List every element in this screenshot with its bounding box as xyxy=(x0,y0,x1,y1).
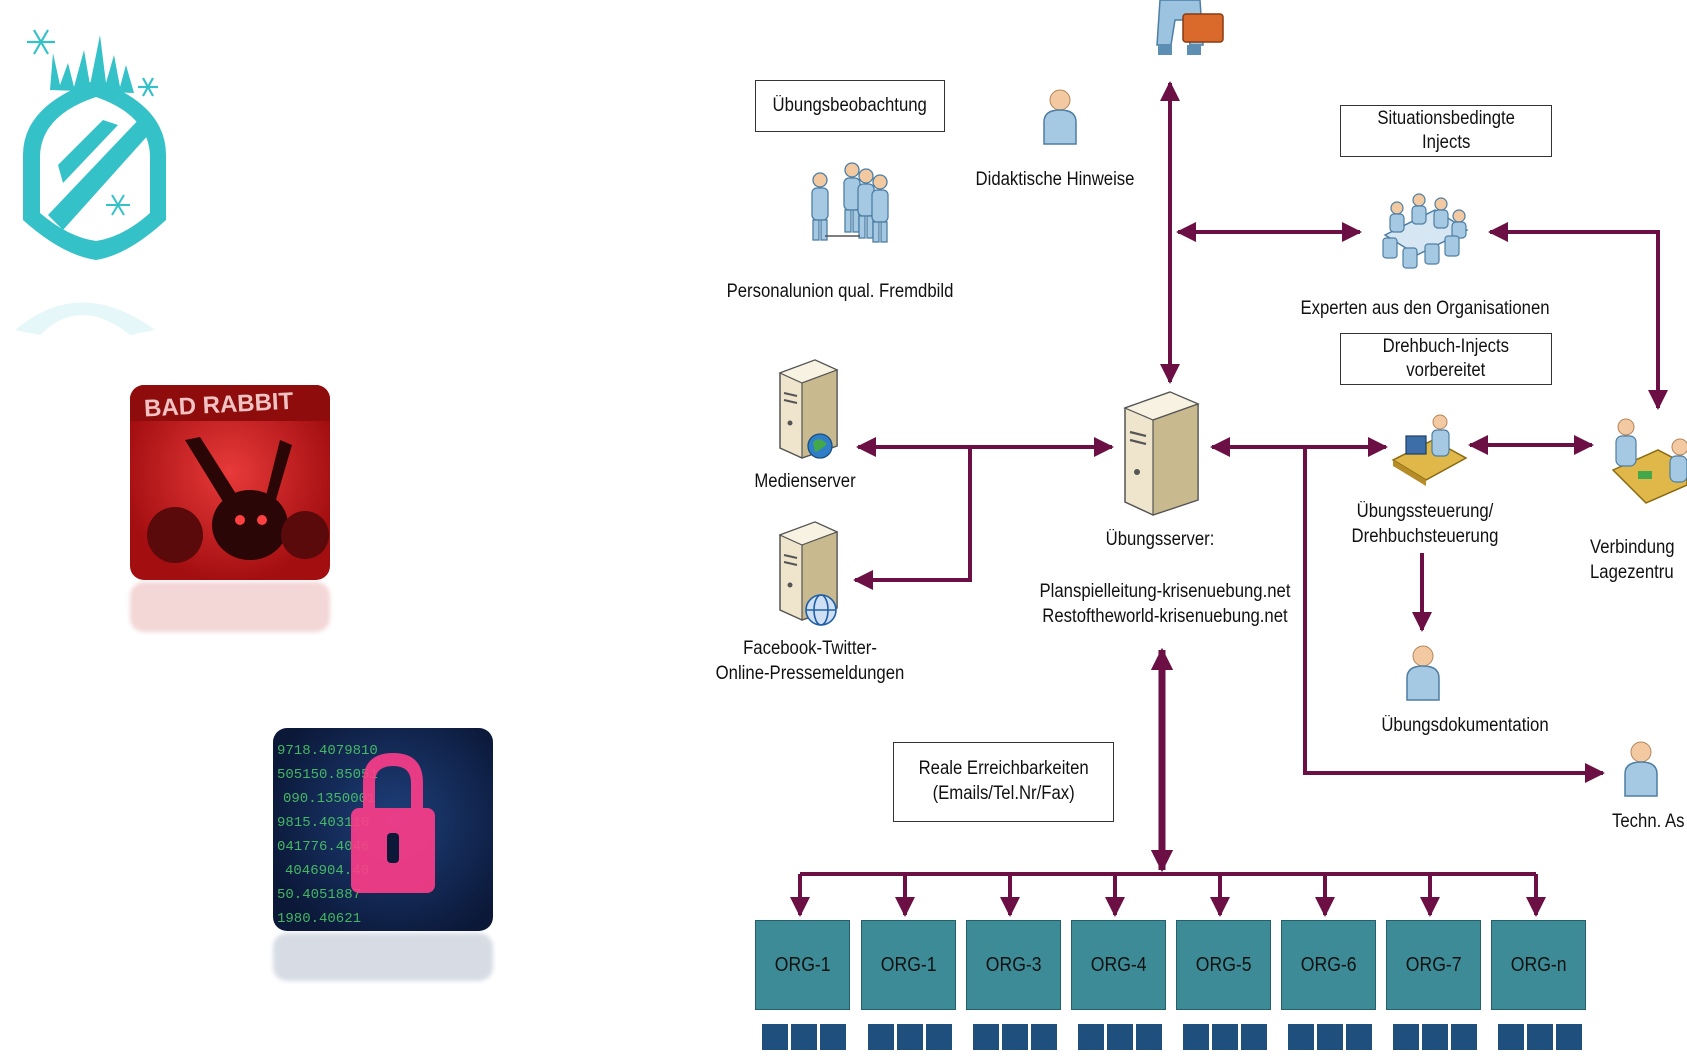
social-media-label: Facebook-Twitter- Online-Pressemeldungen xyxy=(715,638,905,684)
org-box: ORG-4 xyxy=(1071,920,1166,1010)
money-bag-icon xyxy=(147,507,329,563)
member-square xyxy=(1393,1024,1419,1050)
svg-text:041776.4046: 041776.4046 xyxy=(277,839,369,855)
person-icon xyxy=(1040,88,1080,146)
didactic-label: Didaktische Hinweise xyxy=(975,169,1135,190)
member-square xyxy=(1136,1024,1162,1050)
globe-icon xyxy=(807,433,833,459)
tech-person-icon xyxy=(1622,740,1660,798)
member-square xyxy=(1241,1024,1267,1050)
observation-text: Übungsbeobachtung xyxy=(772,94,928,116)
svg-text:9718.4079810: 9718.4079810 xyxy=(277,743,378,759)
security-lock-thumbnail: 9718.4079810 505150.85051 090.1350001 98… xyxy=(273,728,493,931)
personal-union-label: Personalunion qual. Fremdbild xyxy=(726,281,954,302)
documentation-label: Übungsdokumentation xyxy=(1381,715,1549,736)
member-square xyxy=(1031,1024,1057,1050)
member-square xyxy=(1212,1024,1238,1050)
svg-text:4046904.40: 4046904.40 xyxy=(285,863,369,879)
svg-text:090.1350001: 090.1350001 xyxy=(283,791,375,807)
member-square xyxy=(1078,1024,1104,1050)
member-square xyxy=(1498,1024,1524,1050)
script-injects-box: Drehbuch-Injects vorbereitet xyxy=(1340,333,1552,385)
member-square xyxy=(1422,1024,1448,1050)
documentation-person-icon xyxy=(1404,644,1442,702)
member-square xyxy=(1527,1024,1553,1050)
svg-text:50.4051887: 50.4051887 xyxy=(277,887,361,903)
svg-text:1980.40621: 1980.40621 xyxy=(277,911,361,927)
social-media-server-icon xyxy=(775,520,845,630)
person-briefcase-icon xyxy=(1125,0,1230,60)
people-group-icon xyxy=(800,160,895,245)
org-box: ORG-6 xyxy=(1281,920,1376,1010)
media-server-label: Medienserver xyxy=(754,471,856,492)
member-square xyxy=(820,1024,846,1050)
control-label: Übungssteuerung/ Drehbuchsteuerung xyxy=(1351,501,1499,547)
member-square xyxy=(1451,1024,1477,1050)
tech-label: Techn. As xyxy=(1612,811,1685,832)
org-box: ORG-3 xyxy=(966,920,1061,1010)
logo-reflection xyxy=(10,280,160,335)
member-square xyxy=(897,1024,923,1050)
org-box: ORG-1 xyxy=(861,920,956,1010)
rabbit-icon xyxy=(185,437,292,560)
situational-injects-box: Situationsbedingte Injects xyxy=(1340,105,1552,157)
real-contacts-box: Reale Erreichbarkeiten (Emails/Tel.Nr/Fa… xyxy=(893,742,1114,822)
snowflake-icon xyxy=(27,29,158,97)
observation-box: Übungsbeobachtung xyxy=(755,80,945,132)
member-square xyxy=(1288,1024,1314,1050)
meeting-table-icon xyxy=(1375,190,1473,275)
logo xyxy=(8,15,183,265)
media-server-icon xyxy=(775,358,845,463)
ransomware-thumbnail: BAD RABBIT xyxy=(130,385,330,580)
script-injects-text: Drehbuch-Injects vorbereitet xyxy=(1382,336,1510,381)
workstation-icon xyxy=(1388,410,1470,488)
situation-centre-icon xyxy=(1608,415,1687,513)
connection-label: Verbindung Lagezentru xyxy=(1590,537,1675,583)
server-urls-label: Planspielleitung-krisenuebung.net Restof… xyxy=(1039,581,1291,627)
situational-injects-text: Situationsbedingte Injects xyxy=(1377,108,1515,153)
member-square xyxy=(791,1024,817,1050)
member-square xyxy=(1002,1024,1028,1050)
experts-label: Experten aus den Organisationen xyxy=(1300,298,1550,319)
member-square xyxy=(973,1024,999,1050)
org-box: ORG-1 xyxy=(755,920,850,1010)
globe-icon xyxy=(805,594,837,626)
member-square xyxy=(1183,1024,1209,1050)
exercise-server-label: Übungsserver: xyxy=(1105,529,1215,550)
exercise-server-icon xyxy=(1120,390,1205,520)
member-square xyxy=(1317,1024,1343,1050)
org-box: ORG-n xyxy=(1491,920,1586,1010)
member-square xyxy=(926,1024,952,1050)
member-square xyxy=(1107,1024,1133,1050)
real-contacts-text: Reale Erreichbarkeiten (Emails/Tel.Nr/Fa… xyxy=(918,758,1089,804)
svg-text:9815.403110: 9815.403110 xyxy=(277,815,369,831)
org-box: ORG-5 xyxy=(1176,920,1271,1010)
member-square xyxy=(1346,1024,1372,1050)
member-square xyxy=(762,1024,788,1050)
member-square xyxy=(868,1024,894,1050)
svg-text:505150.85051: 505150.85051 xyxy=(277,767,378,783)
member-square xyxy=(1556,1024,1582,1050)
org-box: ORG-7 xyxy=(1386,920,1481,1010)
